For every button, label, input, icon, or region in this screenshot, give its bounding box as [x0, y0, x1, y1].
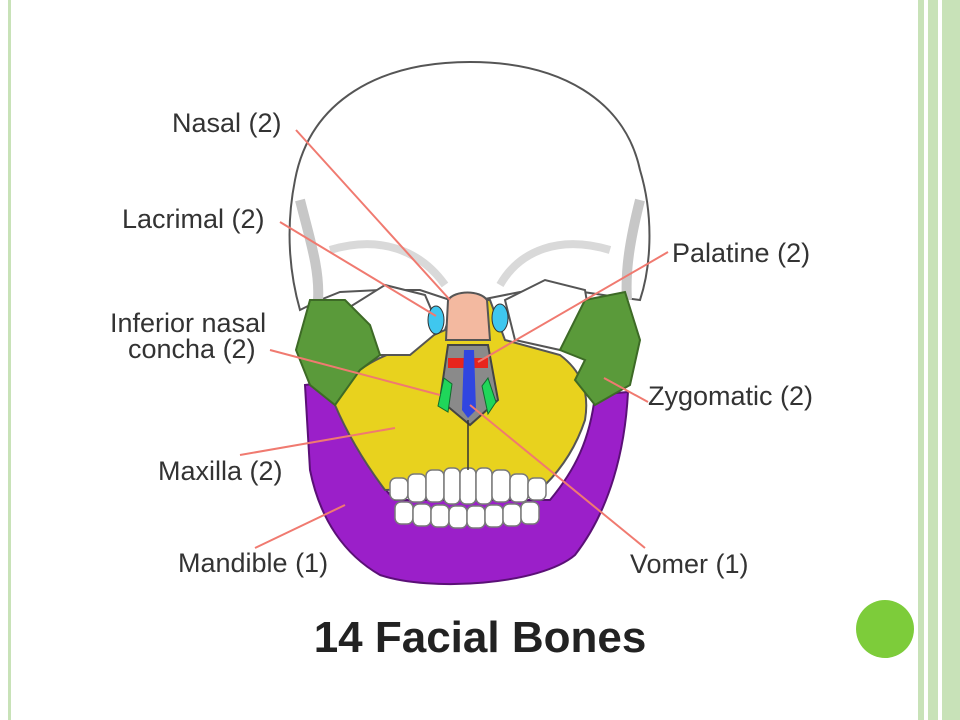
diagram-title: 14 Facial Bones — [314, 613, 647, 662]
label-palatine: Palatine (2) — [672, 238, 810, 268]
label-vomer: Vomer (1) — [630, 549, 749, 579]
label-lacrimal: Lacrimal (2) — [122, 204, 265, 234]
zygomatic-left — [294, 299, 382, 407]
mandible-bone — [303, 378, 630, 586]
vomer-bone — [462, 350, 476, 418]
skull-cranium — [288, 60, 651, 312]
nasal-bone — [444, 291, 492, 341]
label-nasal: Nasal (2) — [172, 108, 282, 138]
lacrimal-right — [491, 303, 509, 333]
label-maxilla: Maxilla (2) — [158, 456, 283, 486]
label-inferior-nasal-line2: concha (2) — [128, 334, 256, 364]
slide-frame-right — [918, 0, 960, 720]
lacrimal-left — [427, 305, 445, 335]
green-dot-icon — [856, 600, 914, 658]
label-mandible: Mandible (1) — [178, 548, 328, 578]
teeth — [389, 467, 547, 529]
leader-lines — [239, 129, 669, 549]
slide-frame-left — [8, 0, 11, 720]
label-inferior-nasal-line1: Inferior nasal — [110, 308, 266, 338]
inferior-nasal-concha-left — [437, 377, 453, 413]
zygomatic-right — [558, 290, 642, 407]
inferior-nasal-concha-right — [481, 376, 497, 416]
label-zygomatic: Zygomatic (2) — [648, 381, 813, 411]
